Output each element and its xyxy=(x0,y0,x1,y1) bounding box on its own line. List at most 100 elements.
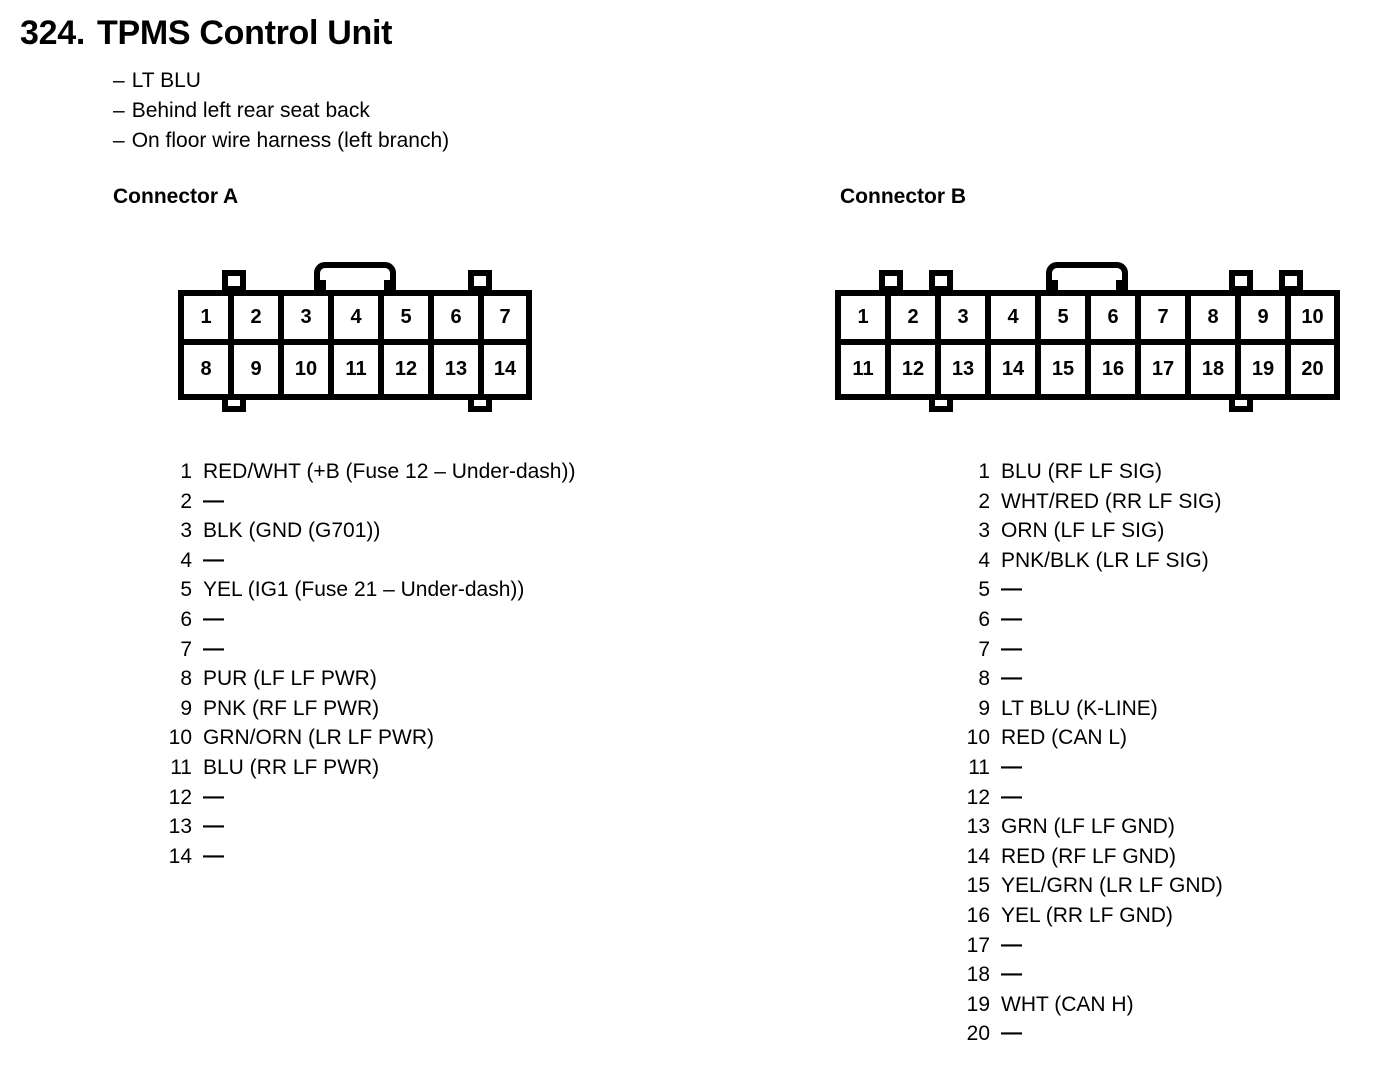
connector-b-cavity-row-bottom: 11 12 13 14 15 16 17 18 19 20 xyxy=(841,345,1334,394)
connector-a-heading: Connector A xyxy=(113,185,239,208)
connector-a-diagram: 1 2 3 4 5 6 7 8 9 10 11 12 13 14 xyxy=(178,262,538,412)
pin-description: — xyxy=(203,606,224,630)
header-note: –On floor wire harness (left branch) xyxy=(113,126,449,156)
connector-b-cavity: 12 xyxy=(891,345,941,394)
pin-row: 17— xyxy=(958,931,1223,961)
pin-number: 19 xyxy=(966,992,990,1016)
pin-description: — xyxy=(1001,666,1022,690)
pin-number: 8 xyxy=(978,667,990,691)
connector-a-latch-stem xyxy=(320,280,326,296)
connector-b-cavity: 11 xyxy=(841,345,891,394)
pin-number: 1 xyxy=(180,460,192,483)
pin-description: YEL/GRN (LR LF GND) xyxy=(1001,874,1223,898)
pin-description: LT BLU (K-LINE) xyxy=(1001,696,1158,720)
connector-a-cavity: 9 xyxy=(234,345,284,394)
connector-b-heading: Connector B xyxy=(840,185,966,208)
pin-description: — xyxy=(1001,636,1022,660)
connector-a-cavity: 10 xyxy=(284,345,334,394)
connector-b-cavity: 20 xyxy=(1291,345,1334,394)
pin-number: 14 xyxy=(966,844,990,868)
connector-a-cavity: 1 xyxy=(184,296,234,345)
connector-b-cavity: 13 xyxy=(941,345,991,394)
connector-a-cavity: 8 xyxy=(184,345,234,394)
pin-description: — xyxy=(1001,577,1022,601)
connector-b-cavity: 9 xyxy=(1241,296,1291,345)
pin-description: PNK/BLK (LR LF SIG) xyxy=(1001,548,1209,572)
pin-description: RED/WHT (+B (Fuse 12 – Under-dash)) xyxy=(203,460,576,483)
pin-row: 20— xyxy=(958,1019,1223,1049)
connector-b-cavity: 4 xyxy=(991,296,1041,345)
pin-number: 1 xyxy=(978,460,990,483)
pin-number: 7 xyxy=(180,637,192,661)
note-text: On floor wire harness (left branch) xyxy=(131,129,450,152)
pin-number: 5 xyxy=(180,578,192,602)
connector-a-cavity: 12 xyxy=(384,345,434,394)
pin-description: ORN (LF LF SIG) xyxy=(1001,519,1165,543)
pin-number: 13 xyxy=(966,815,990,839)
pin-number: 9 xyxy=(180,696,192,720)
pin-row: 14— xyxy=(160,842,575,872)
pin-description: GRN (LF LF GND) xyxy=(1001,815,1175,839)
pin-row: 4— xyxy=(160,546,575,576)
connector-a-top-tab xyxy=(468,270,492,292)
connector-b-top-tab xyxy=(1279,270,1303,292)
connector-a-cavity: 14 xyxy=(484,345,526,394)
connector-b-cavity: 2 xyxy=(891,296,941,345)
pin-number: 6 xyxy=(180,607,192,631)
pin-description: RED (CAN L) xyxy=(1001,726,1128,750)
connector-a-cavity: 7 xyxy=(484,296,526,345)
pin-number: 18 xyxy=(966,963,990,987)
connector-b-cavity: 6 xyxy=(1091,296,1141,345)
pin-description: — xyxy=(1001,1021,1022,1045)
connector-a-cavity: 2 xyxy=(234,296,284,345)
pin-row: 6— xyxy=(958,605,1223,635)
connector-b-latch-stem xyxy=(1052,280,1058,296)
pin-row: 11— xyxy=(958,753,1223,783)
connector-b-cavity: 14 xyxy=(991,345,1041,394)
note-dash: – xyxy=(113,129,125,152)
header-note: –LT BLU xyxy=(113,66,449,96)
connector-b-top-tab xyxy=(929,270,953,292)
pin-number: 12 xyxy=(966,785,990,809)
connector-b-cavity: 5 xyxy=(1041,296,1091,345)
connector-a-cavity: 4 xyxy=(334,296,384,345)
pin-number: 10 xyxy=(168,726,192,750)
page-title-text: TPMS Control Unit xyxy=(96,14,393,52)
pin-description: WHT (CAN H) xyxy=(1001,992,1134,1016)
page-title: 324.TPMS Control Unit xyxy=(20,14,392,53)
pin-description: — xyxy=(1001,962,1022,986)
pin-row: 18 — xyxy=(958,960,1223,990)
pin-row: 19 WHT (CAN H) xyxy=(958,990,1223,1020)
pin-description: — xyxy=(1001,606,1022,630)
note-dash: – xyxy=(113,99,125,122)
pin-number: 4 xyxy=(180,548,192,572)
pin-number: 9 xyxy=(978,696,990,720)
connector-a-cavity-row-bottom: 8 9 10 11 12 13 14 xyxy=(184,345,526,394)
pin-number: 2 xyxy=(978,489,990,513)
pin-number: 4 xyxy=(978,548,990,572)
pin-row: 4 PNK/BLK (LR LF SIG) xyxy=(958,546,1223,576)
pin-description: — xyxy=(1001,932,1022,956)
pin-number: 14 xyxy=(168,844,192,868)
connector-b-cavity: 1 xyxy=(841,296,891,345)
connector-a-cavity: 5 xyxy=(384,296,434,345)
pin-number: 8 xyxy=(180,667,192,691)
pin-description: — xyxy=(203,636,224,660)
connector-b-cavity: 10 xyxy=(1291,296,1334,345)
pin-number: 2 xyxy=(180,489,192,513)
pin-description: — xyxy=(203,814,224,838)
connector-b-cavity: 17 xyxy=(1141,345,1191,394)
pin-number: 12 xyxy=(168,785,192,809)
pin-number: 5 xyxy=(978,578,990,602)
pin-number: 11 xyxy=(170,755,192,779)
pin-row: 6— xyxy=(160,605,575,635)
connector-a-cavity: 6 xyxy=(434,296,484,345)
pin-row: 8— xyxy=(958,664,1223,694)
